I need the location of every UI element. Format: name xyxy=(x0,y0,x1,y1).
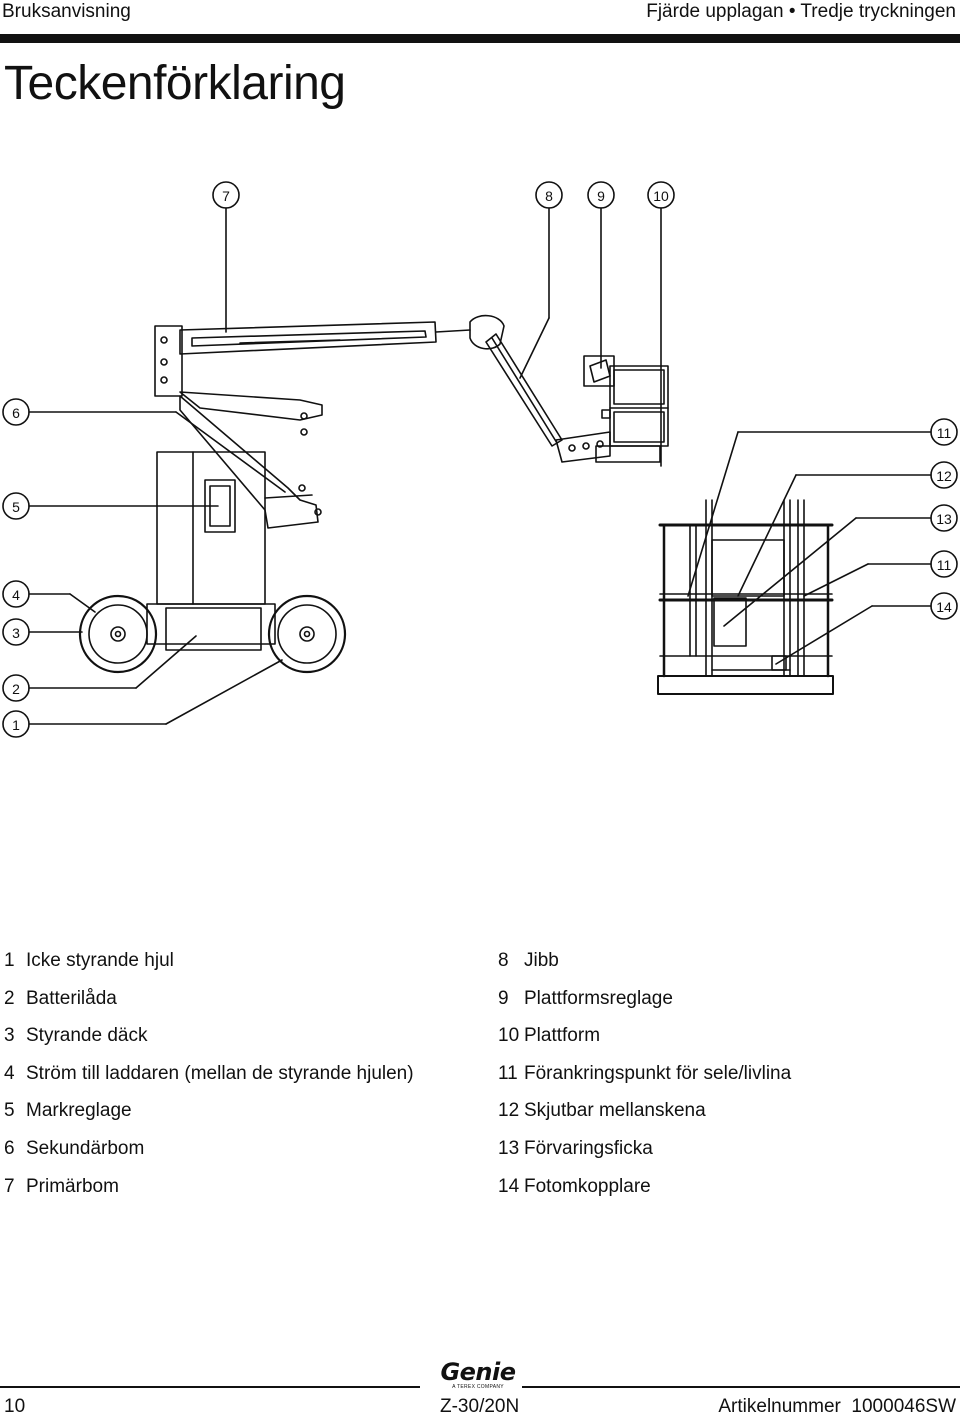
callout-8: 8 xyxy=(545,188,553,204)
legend-item: 7 Primärbom xyxy=(4,1168,414,1206)
legend-text: Förvaringsficka xyxy=(524,1137,653,1159)
callout-3: 3 xyxy=(12,625,20,641)
part-number-block: Artikelnummer 1000046SW xyxy=(718,1396,956,1418)
legend-number: 2 xyxy=(4,987,15,1009)
part-number: 1000046SW xyxy=(851,1396,956,1417)
callout-13: 13 xyxy=(936,511,952,527)
legend-left: 1 Icke styrande hjul 2 Batterilåda 3 Styran… xyxy=(4,942,414,1205)
legend-text: Sekundärbom xyxy=(26,1137,145,1159)
legend-number: 1 xyxy=(4,950,15,971)
callout-5: 5 xyxy=(12,499,20,515)
legend-number: 9 xyxy=(498,987,509,1009)
legend-text: Plattform xyxy=(524,1025,601,1047)
legend-number: 6 xyxy=(4,1137,15,1159)
legend-item: 11 Förankringspunkt för sele/livlina xyxy=(498,1055,791,1093)
legend-item: 1 Icke styrande hjul xyxy=(4,942,414,980)
legend-number: 3 xyxy=(4,1025,15,1047)
legend-number: 10 xyxy=(498,1025,520,1047)
callout-4: 4 xyxy=(12,587,20,603)
header-edition: Fjärde upplagan • Tredje tryckningen xyxy=(646,1,956,22)
legend-item: 9 Plattformsreglage xyxy=(498,980,791,1018)
part-number-label: Artikelnummer xyxy=(718,1396,841,1417)
callout-9: 9 xyxy=(597,188,605,204)
callout-12: 12 xyxy=(936,468,952,484)
callout-11-upper: 11 xyxy=(937,425,952,441)
lift-diagram: 7 8 9 10 6 5 4 3 2 1 11 12 13 11 14 xyxy=(2,181,958,738)
callout-6: 6 xyxy=(12,405,20,421)
legend-text: Skjutbar mellanskena xyxy=(524,1100,706,1122)
legend-text: Plattformsreglage xyxy=(524,987,673,1009)
legend-number: 14 xyxy=(498,1175,520,1197)
legend-text: Förankringspunkt för sele/livlina xyxy=(524,1062,792,1084)
callout-10: 10 xyxy=(653,188,669,204)
legend-item: 2 Batterilåda xyxy=(4,980,414,1018)
logo-wordmark: Genie xyxy=(440,1358,516,1386)
callout-1: 1 xyxy=(12,717,20,733)
header-manual-title: Bruksanvisning xyxy=(2,1,131,22)
header-rule xyxy=(0,34,960,43)
legend-item: 3 Styrande däck xyxy=(4,1017,414,1055)
legend-number: 4 xyxy=(4,1062,15,1084)
callout-7: 7 xyxy=(222,188,230,204)
legend-text: Batterilåda xyxy=(26,987,117,1009)
callout-11-lower: 11 xyxy=(937,557,952,573)
logo-subtext: A TEREX COMPANY xyxy=(452,1384,504,1390)
legend-number: 7 xyxy=(4,1175,15,1197)
footer-rule-right xyxy=(522,1386,960,1388)
legend-text: Markreglage xyxy=(26,1100,132,1122)
legend-item: 6 Sekundärbom xyxy=(4,1130,414,1168)
legend-number: 5 xyxy=(4,1100,15,1122)
legend-number: 13 xyxy=(498,1137,520,1159)
legend-text: Jibb xyxy=(524,950,559,971)
legend-text: Styrande däck xyxy=(26,1025,148,1047)
legend-number: 11 xyxy=(498,1062,518,1084)
legend-text: Primärbom xyxy=(26,1175,119,1197)
legend-item: 5 Markreglage xyxy=(4,1092,414,1130)
legend-number: 8 xyxy=(498,950,509,971)
page-number: 10 xyxy=(4,1396,26,1417)
model-name: Z-30/20N xyxy=(440,1396,520,1417)
callout-14: 14 xyxy=(936,599,952,615)
legend-text: Ström till laddaren (mellan de styrande … xyxy=(26,1062,414,1084)
page-title: Teckenförklaring xyxy=(4,57,346,110)
footer-rule-left xyxy=(0,1386,420,1388)
platform-front-view xyxy=(657,499,834,695)
callout-2: 2 xyxy=(12,681,20,697)
legend-item: 8 Jibb xyxy=(498,942,791,980)
legend-text: Fotomkopplare xyxy=(524,1175,651,1197)
machine-side-view xyxy=(78,314,669,674)
legend-item: 4 Ström till laddaren (mellan de styrande… xyxy=(4,1055,414,1093)
genie-logo: Genie A TEREX COMPANY xyxy=(438,1360,518,1390)
callout-labels: 7 8 9 10 6 5 4 3 2 1 11 12 13 11 14 xyxy=(12,188,952,733)
callouts xyxy=(2,181,958,738)
legend-number: 12 xyxy=(498,1100,520,1122)
legend-text: Icke styrande hjul xyxy=(26,950,174,971)
